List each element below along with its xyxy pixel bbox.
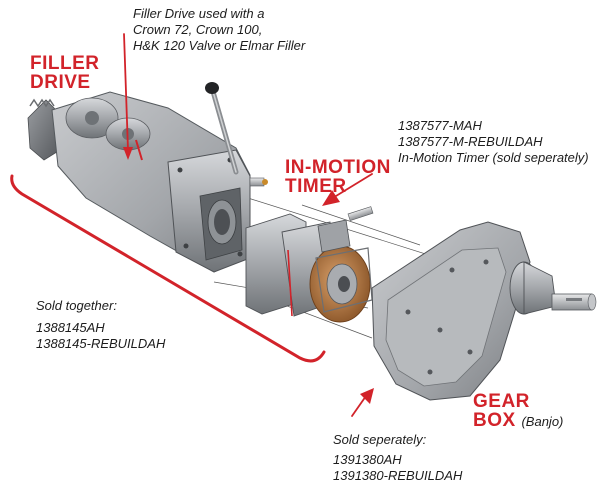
gear-box-heading-line1: GEAR — [473, 391, 530, 412]
in-motion-timer-part — [245, 206, 374, 323]
filler-drive-note: Filler Drive used with a Crown 72, Crown… — [133, 6, 305, 54]
gear-box-note: Sold seperately: 1391380AH 1391380-REBUI… — [333, 432, 462, 484]
sold-together-note: Sold together: 1388145AH 1388145-REBUILD… — [36, 298, 165, 352]
filler-drive-note-line2: Crown 72, Crown 100, — [133, 22, 263, 37]
timer-note: In-Motion Timer (sold seperately) — [398, 150, 589, 165]
sold-together-part-2: 1388145-REBUILDAH — [36, 336, 166, 351]
in-motion-timer-heading: IN-MOTION TIMER — [285, 158, 391, 196]
gear-box-heading-line2-text: BOX — [473, 410, 516, 431]
pointer-arrowheads — [123, 147, 374, 404]
filler-drive-heading: FILLER DRIVE — [30, 54, 100, 92]
filler-drive-note-line1: Filler Drive used with a — [133, 6, 265, 21]
gear-box-part-1: 1391380AH — [333, 452, 402, 467]
sold-together-bracket — [10, 174, 326, 363]
timer-heading-line2: TIMER — [285, 176, 347, 197]
filler-drive-heading-line1: FILLER — [30, 53, 100, 74]
gear-box-heading-line2: BOX (Banjo) — [473, 411, 563, 431]
filler-drive-heading-line2: DRIVE — [30, 72, 91, 93]
gear-box-heading: GEAR BOX (Banjo) — [473, 392, 563, 431]
pointer-lines — [123, 33, 373, 417]
sold-together-title: Sold together: — [36, 298, 117, 313]
filler-drive-part — [27, 82, 268, 273]
timer-part-number-2: 1387577-M-REBUILDAH — [398, 134, 543, 149]
gear-box-part-2: 1391380-REBUILDAH — [333, 468, 463, 483]
gear-box-sold-note: Sold seperately: — [333, 432, 427, 447]
filler-drive-note-line3: H&K 120 Valve or Elmar Filler — [133, 38, 306, 53]
timer-part-number-1: 1387577-MAH — [398, 118, 482, 133]
in-motion-timer-part-numbers: 1387577-MAH 1387577-M-REBUILDAH In-Motio… — [398, 118, 589, 166]
gear-box-qualifier: (Banjo) — [521, 414, 564, 429]
gear-box-part — [371, 221, 597, 401]
timer-heading-line1: IN-MOTION — [285, 157, 391, 178]
sold-together-part-1: 1388145AH — [36, 320, 105, 335]
